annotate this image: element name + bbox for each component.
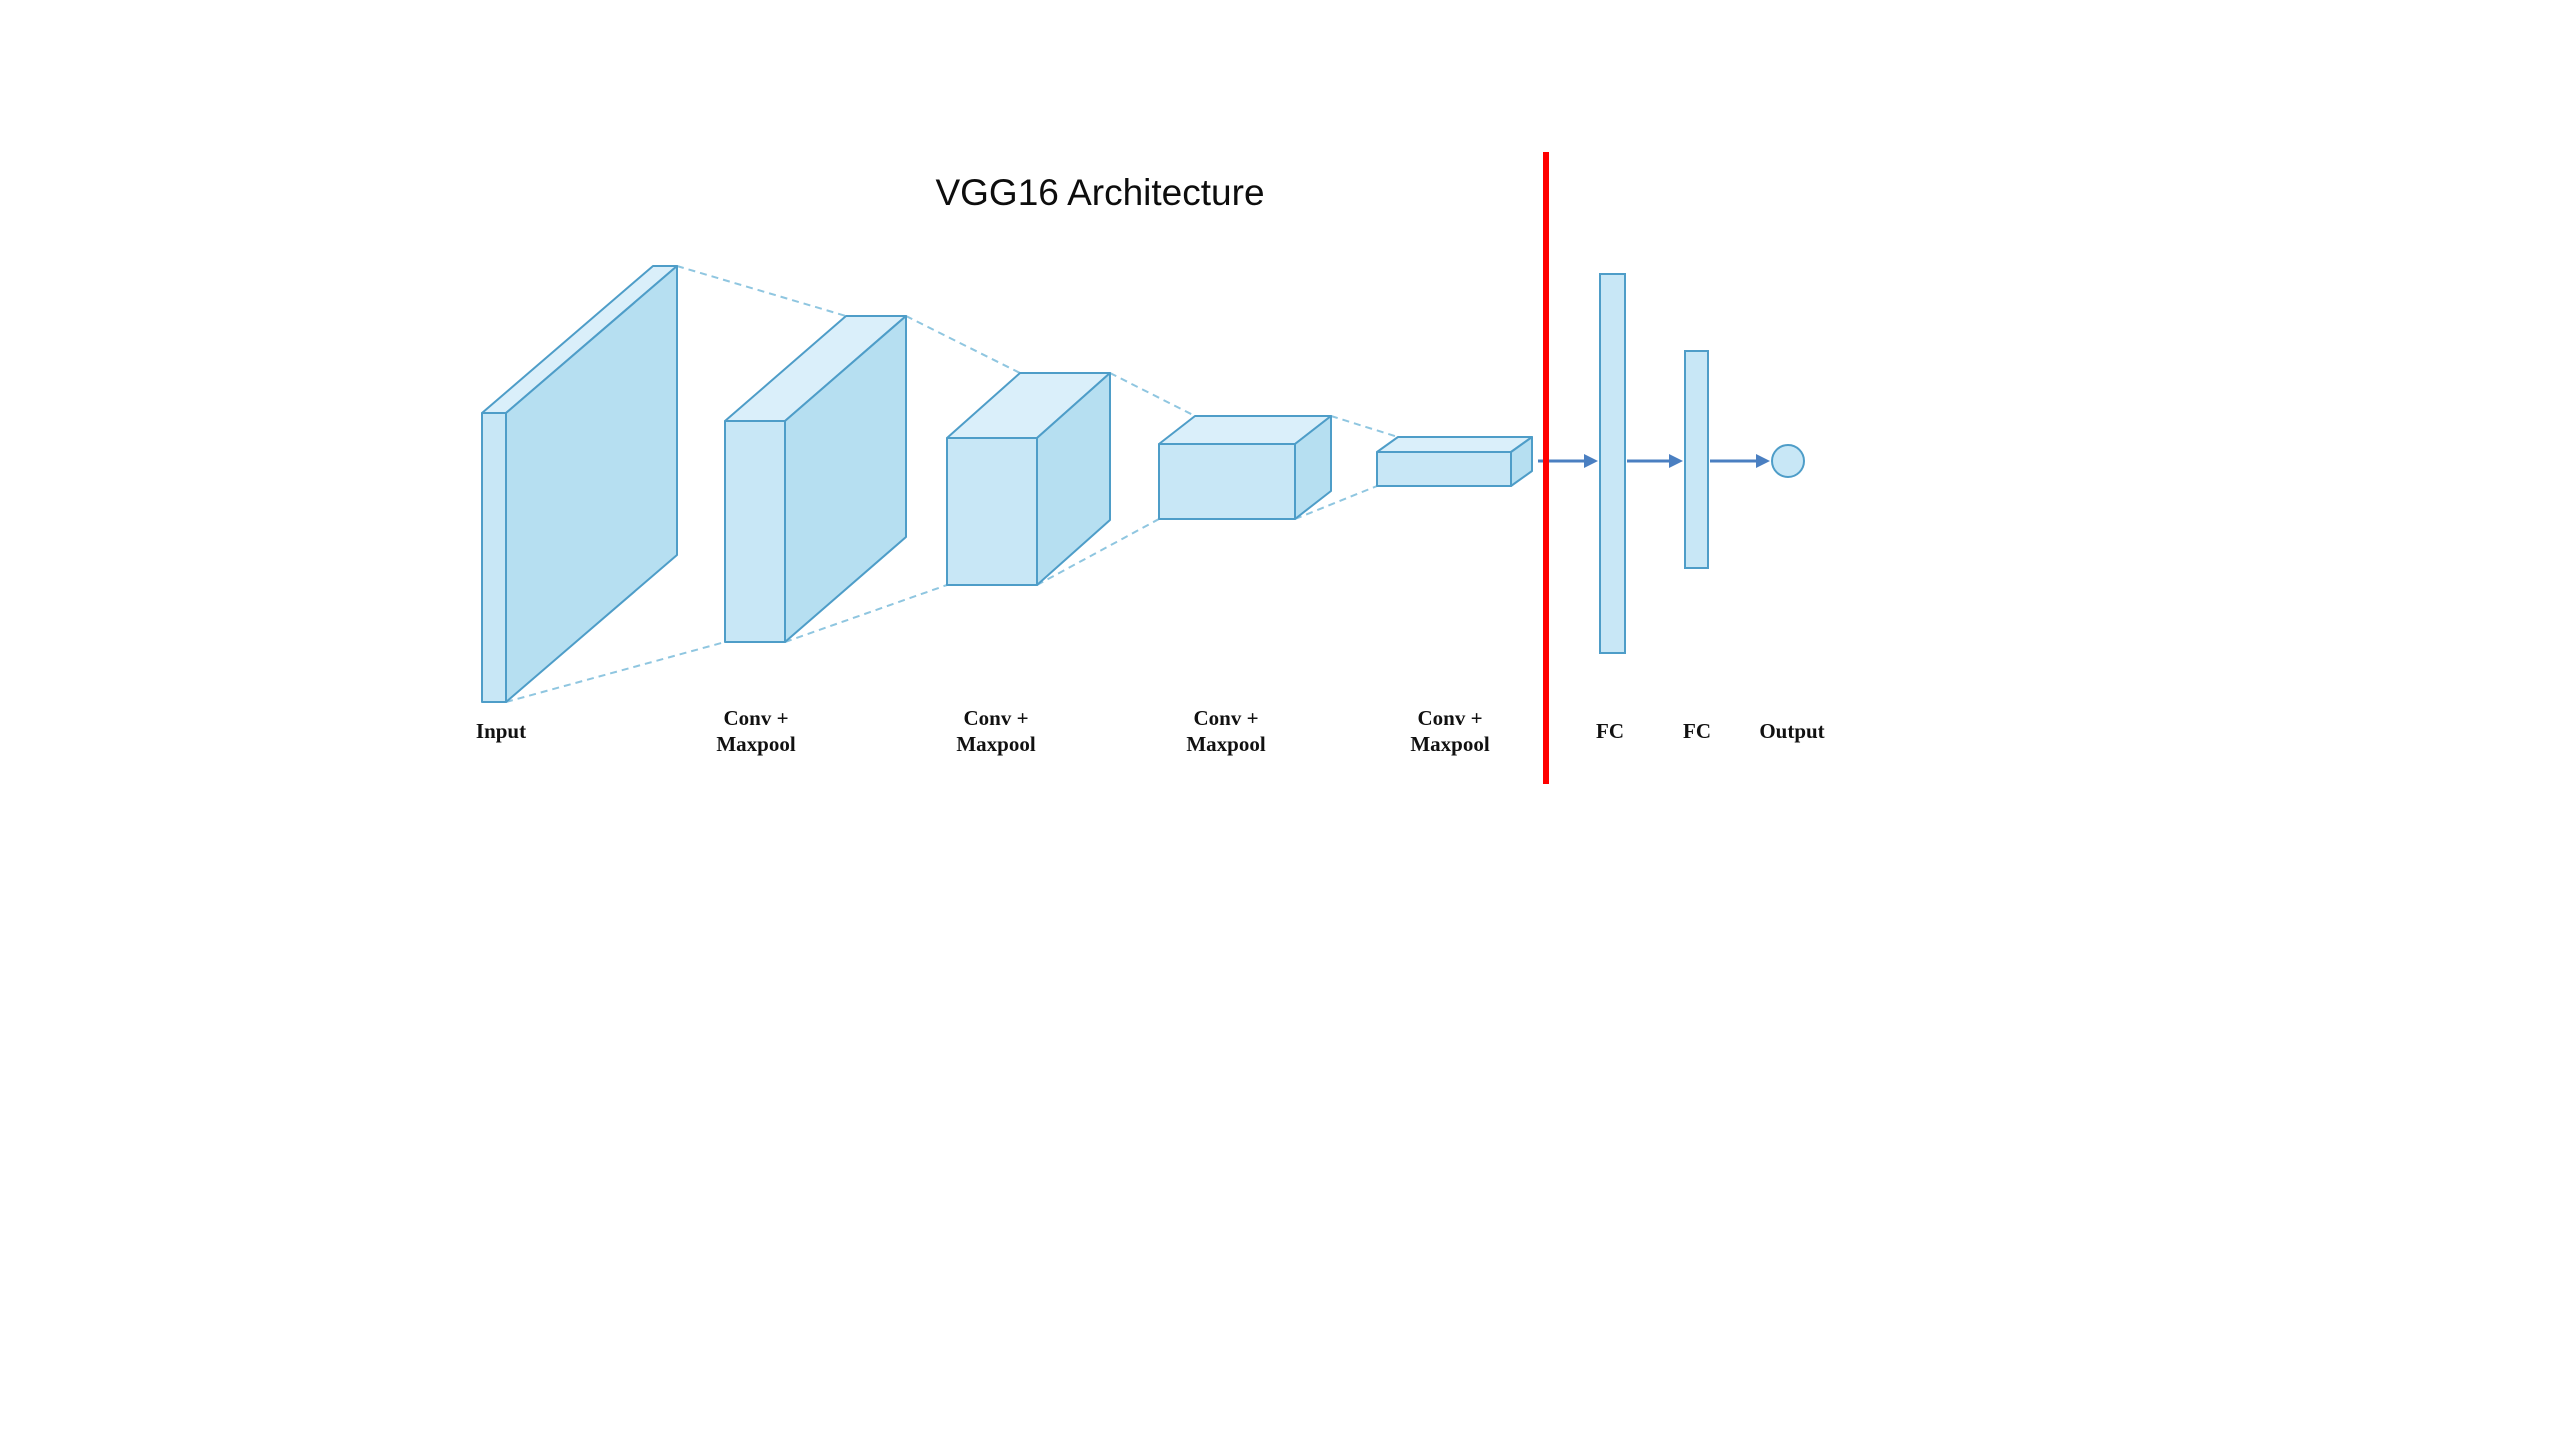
conv-block-2-front-face (946, 437, 1038, 586)
label-conv3: Conv + Maxpool (1186, 705, 1266, 756)
arrow-head-icon (1756, 454, 1770, 468)
label-output: Output (1759, 718, 1825, 743)
arrow-head-icon (1584, 454, 1598, 468)
diagram-title: VGG16 Architecture (935, 172, 1265, 213)
arrow-head-icon (1669, 454, 1683, 468)
conv-block-3-front-face (1158, 443, 1296, 520)
dashed-top-connector (1330, 415, 1399, 438)
label-fc1: FC (1596, 718, 1624, 743)
label-input: Input (475, 718, 527, 743)
conv-block-4-top-face (1376, 436, 1533, 453)
label-conv1: Conv + Maxpool (716, 705, 796, 756)
label-conv4: Conv + Maxpool (1410, 705, 1490, 756)
conv-block-4-front-face (1376, 451, 1512, 487)
dashed-top-connector (676, 265, 847, 317)
conv-block-1-front-face (724, 420, 786, 643)
dashed-bottom-connector (784, 584, 948, 643)
fc-layer-bar-2 (1684, 350, 1709, 569)
dashed-bottom-connector (505, 641, 726, 703)
fc-layer-bar-1 (1599, 273, 1626, 654)
dashed-bottom-connector (1294, 485, 1378, 520)
output-node (1771, 444, 1805, 478)
dashed-top-connector (1109, 372, 1196, 417)
label-conv2: Conv + Maxpool (956, 705, 1036, 756)
dashed-top-connector (905, 315, 1021, 374)
input-layer-front-face (481, 412, 507, 703)
label-fc2: FC (1683, 718, 1711, 743)
